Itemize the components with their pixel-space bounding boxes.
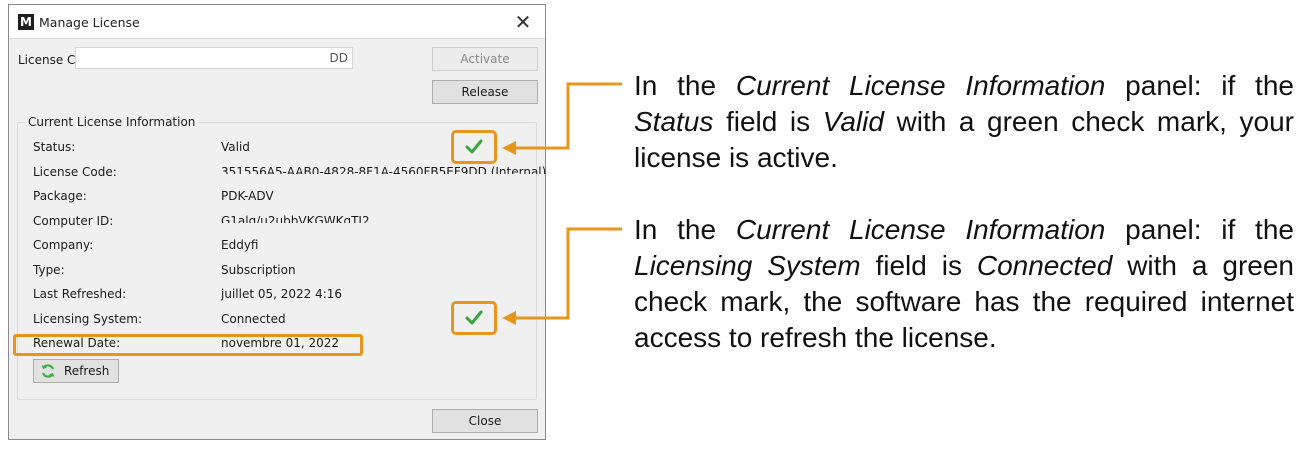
check-icon [465,139,483,154]
callout-text-part: Licensing System [634,250,861,281]
licensing-system-value: Connected [221,312,286,326]
license-code-label: License Co [18,53,83,67]
refresh-label: Refresh [64,364,110,378]
callout-text-part: Current License Information [735,214,1106,245]
app-logo-icon: M [18,14,34,30]
check-icon [465,310,483,325]
license-code-input[interactable]: DD [75,47,353,69]
computer-id-value: G1alq/u2ubbVKGWKqTI2 [221,214,370,223]
license-code-row-label: License Code: [33,165,117,179]
close-icon[interactable]: ✕ [514,10,532,34]
type-value: Subscription [221,263,296,277]
renewal-date-value: novembre 01, 2022 [221,336,340,350]
close-button[interactable]: Close [432,409,538,433]
status-value: Valid [221,140,250,154]
callout-text-part: panel: if the [1105,214,1294,245]
release-button[interactable]: Release [432,80,538,104]
package-label: Package: [33,189,87,203]
callout-text-part: panel: if the [1105,70,1294,101]
company-label: Company: [33,238,94,252]
license-code-row-value: 351556A5-AAB0-4828-8F1A-4560FB5EF9DD (In… [221,165,547,174]
dialog-title: Manage License [39,15,140,30]
type-label: Type: [33,263,65,277]
callout-text-part: In the [634,214,736,245]
callout-text-part: Status [634,106,714,137]
refresh-button[interactable]: Refresh [33,359,119,383]
status-label: Status: [33,140,76,154]
computer-id-label: Computer ID: [33,214,114,228]
renewal-date-highlight [13,334,363,356]
package-value: PDK-ADV [221,189,274,203]
status-arrow [502,82,622,155]
callout-text-part: Current License Information [735,70,1106,101]
callout-text-part: Connected [976,250,1113,281]
callout-text-part: with a green check mark, your license is… [634,106,1294,173]
licensing-system-label: Licensing System: [33,312,143,326]
renewal-date-label: Renewal Date: [33,336,121,350]
callout-text-part: Valid [822,106,884,137]
group-title: Current License Information [25,115,199,129]
last-refreshed-label: Last Refreshed: [33,287,127,301]
activate-button[interactable]: Activate [432,47,538,71]
last-refreshed-value: juillet 05, 2022 4:16 [221,287,343,301]
callout-text-part: field is [713,106,823,137]
manage-license-dialog: M Manage License ✕ License Co DD Activat… [8,4,546,440]
title-bar: M Manage License ✕ [9,5,545,39]
licensing-callout: In the Current License Information panel… [634,212,1294,356]
licensing-arrow [502,227,622,325]
callout-text-part: field is [860,250,977,281]
current-license-group [17,122,537,400]
refresh-icon [41,364,55,378]
status-check-highlight [451,130,497,164]
status-callout: In the Current License Information panel… [634,68,1294,176]
licensing-check-highlight [451,301,497,335]
callout-text-part: with a green check mark, the software ha… [634,250,1294,353]
callout-text-part: In the [634,70,736,101]
company-value: Eddyfi [221,238,259,252]
